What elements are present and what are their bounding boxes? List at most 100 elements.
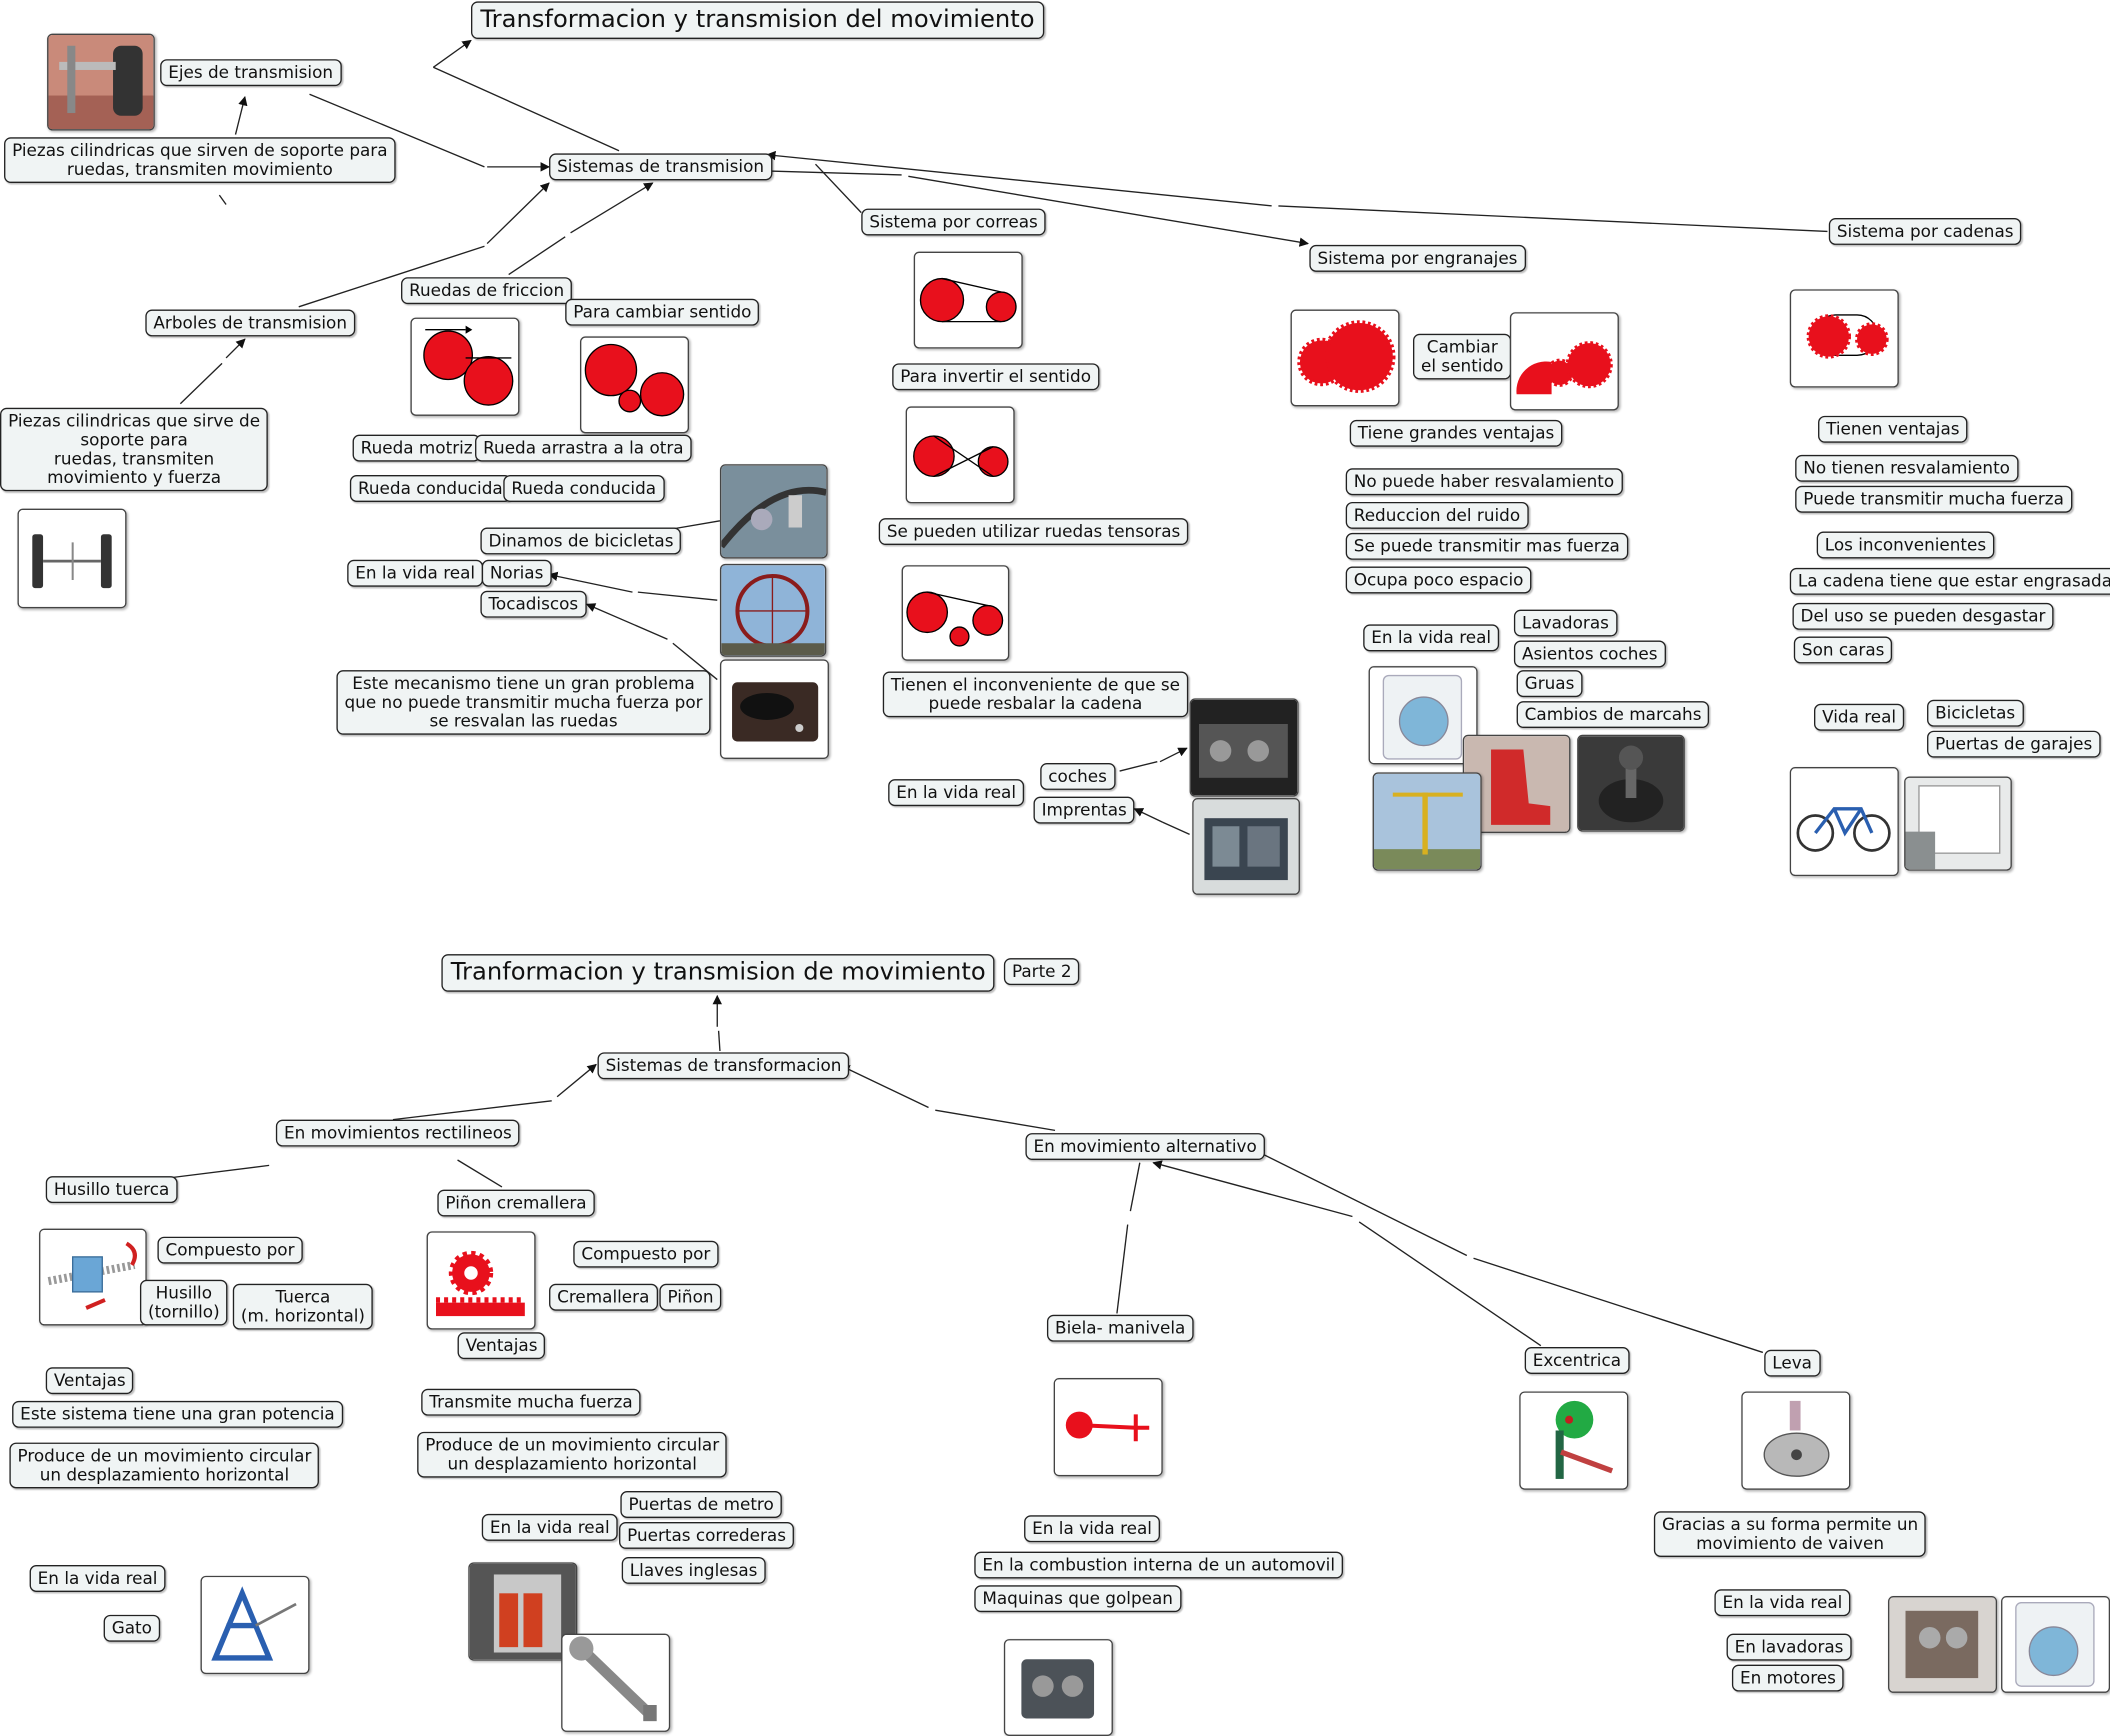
pinon-ventajas-label: Ventajas [457,1332,546,1360]
chain-sprocket-icon [1789,289,1899,388]
turntable-photo-icon [719,659,829,759]
sistemas-transformacion-node[interactable]: Sistemas de transformacion [597,1052,850,1080]
gear-shift-photo-icon [1577,734,1685,832]
lavadoras-label: Lavadoras [1513,609,1617,637]
imprentas-label: Imprentas [1033,796,1135,824]
part1-title: Transformacion y transmision del movimie… [470,1,1045,40]
puertas-correderas-label: Puertas correderas [619,1521,795,1549]
correas-inconveniente-note: Tienen el inconveniente de que se puede … [882,671,1189,718]
cadenas-inconvenientes-label: Los inconvenientes [1816,531,1995,559]
lead-screw-icon [39,1228,147,1326]
bicycle-dynamo-photo-icon [719,464,828,559]
ruedas-friccion-node[interactable]: Ruedas de friccion [401,277,573,305]
pinon-ventaja-1: Transmite mucha fuerza [421,1388,641,1416]
crane-photo-icon [1372,772,1482,871]
arboles-transmision-node[interactable]: Arboles de transmision [145,309,356,337]
pinon-ventaja-2: Produce de un movimiento circular un des… [417,1431,728,1478]
en-lavadoras-label: En lavadoras [1726,1633,1852,1661]
ejes-description: Piezas cilindricas que sirven de soporte… [4,137,396,184]
cremallera-part-label: Cremallera [549,1283,658,1311]
leva-description: Gracias a su forma permite un movimiento… [1653,1511,1927,1557]
leva-node[interactable]: Leva [1764,1349,1821,1377]
part2-title: Tranformacion y transmision de movimient… [441,954,996,992]
leva-vida-real-label: En la vida real [1714,1589,1851,1617]
husillo-ventaja-2: Produce de un movimiento circular un des… [9,1442,320,1489]
engranajes-vida-real-label: En la vida real [1363,624,1500,652]
husillo-compuesto-label: Compuesto por [157,1236,303,1264]
axle-diagram-icon [17,508,127,609]
biela-manivela-node[interactable]: Biela- manivela [1046,1314,1194,1342]
cambiar-sentido-label: Para cambiar sentido [565,298,760,326]
correas-vida-real-label: En la vida real [888,779,1025,807]
tocadiscos-label: Tocadiscos [480,590,587,618]
gruas-label: Gruas [1516,670,1583,698]
husillo-ventajas-label: Ventajas [45,1367,134,1395]
metro-train-photo-icon [468,1562,578,1661]
rueda-arrastra-label: Rueda arrastra a la otra [475,434,692,462]
asientos-coches-label: Asientos coches [1513,640,1666,668]
engine-block-photo-icon [1003,1639,1113,1736]
ejes-transmision-node[interactable]: Ejes de transmision [160,59,342,87]
sistema-correas-node[interactable]: Sistema por correas [861,208,1046,236]
husillo-tuerca-node[interactable]: Husillo tuerca [45,1176,178,1204]
arboles-description: Piezas cilindricas que sirve de soporte … [0,407,269,492]
car-jack-icon [200,1575,310,1675]
ferris-wheel-photo-icon [719,563,827,657]
engranajes-ventajas-label: Tiene grandes ventajas [1349,419,1563,447]
sistemas-transmision-node[interactable]: Sistemas de transmision [549,153,773,181]
friction-wheels-2-icon [579,336,689,434]
excentrica-node[interactable]: Excentrica [1524,1347,1630,1374]
valve-engine-photo-icon [1888,1596,1998,1693]
cadenas-vida-real-label: Vida real [1814,703,1905,731]
cadenas-inconveniente-1: La cadena tiene que estar engrasada [1789,567,2110,595]
husillo-part-label: Husillo (tornillo) [139,1279,228,1326]
sistema-engranajes-node[interactable]: Sistema por engranajes [1309,244,1526,272]
husillo-ventaja-1: Este sistema tiene una gran potencia [12,1400,343,1428]
llaves-inglesas-label: Llaves inglesas [621,1556,766,1584]
movimientos-rectilineos-node[interactable]: En movimientos rectilineos [275,1119,520,1147]
cadenas-ventaja-2: Puede transmitir mucha fuerza [1795,485,2072,513]
engranajes-ventaja-1: No puede haber resvalamiento [1345,468,1623,496]
eccentric-icon [1519,1391,1629,1490]
pinon-compuesto-label: Compuesto por [573,1240,719,1268]
rueda-conducida-label-2: Rueda conducida [503,475,665,502]
wrench-photo-icon [561,1633,671,1732]
cadenas-inconveniente-2: Del uso se pueden desgastar [1792,602,2054,630]
maquinas-golpean-label: Maquinas que golpean [974,1585,1182,1613]
engranajes-cambiar-label: Cambiar el sentido [1412,333,1512,380]
washing-machine-2-photo-icon [2001,1596,2110,1693]
cambios-marchas-label: Cambios de marcahs [1516,701,1710,729]
pinon-cremallera-node[interactable]: Piñon cremallera [437,1189,595,1217]
tensioner-belt-icon [901,565,1010,661]
en-motores-label: En motores [1731,1664,1844,1692]
cam-icon [1741,1391,1851,1490]
gear-pair-icon [1290,309,1400,407]
parte-2-badge: Parte 2 [1003,958,1080,986]
gato-label: Gato [103,1614,161,1642]
printing-press-photo-icon [1192,798,1300,895]
engranajes-ventaja-2: Reduccion del ruido [1345,501,1529,529]
pinon-vida-real-label: En la vida real [481,1513,618,1541]
invertir-sentido-label: Para invertir el sentido [892,363,1100,391]
gear-train-icon [1509,312,1619,411]
rack-pinion-icon [426,1231,536,1330]
cadenas-ventaja-1: No tienen resvalamiento [1795,454,2019,482]
crank-rod-icon [1053,1377,1163,1477]
rueda-motriz-label: Rueda motriz [352,434,481,462]
engranajes-ventaja-4: Ocupa poco espacio [1345,566,1532,594]
engranajes-ventaja-3: Se puede transmitir mas fuerza [1345,532,1628,560]
movimiento-alternativo-node[interactable]: En movimiento alternativo [1025,1133,1265,1160]
friccion-vida-real-label: En la vida real [347,559,484,587]
cadenas-inconveniente-3: Son caras [1793,636,1893,664]
rueda-conducida-label-1: Rueda conducida [349,475,511,502]
coches-label: coches [1040,763,1115,790]
husillo-vida-real-label: En la vida real [29,1565,166,1592]
bicycle-photo-icon [1789,767,1899,877]
car-engine-photo-icon [1189,698,1299,797]
washing-machine-photo-icon [1368,666,1478,765]
friccion-problem-note: Este mecanismo tiene un gran problema qu… [336,670,711,735]
sistema-cadenas-node[interactable]: Sistema por cadenas [1828,218,2022,245]
friction-wheels-icon [410,317,520,416]
ruedas-tensoras-label: Se pueden utilizar ruedas tensoras [878,518,1189,546]
wheel-axle-photo-icon [47,33,155,131]
